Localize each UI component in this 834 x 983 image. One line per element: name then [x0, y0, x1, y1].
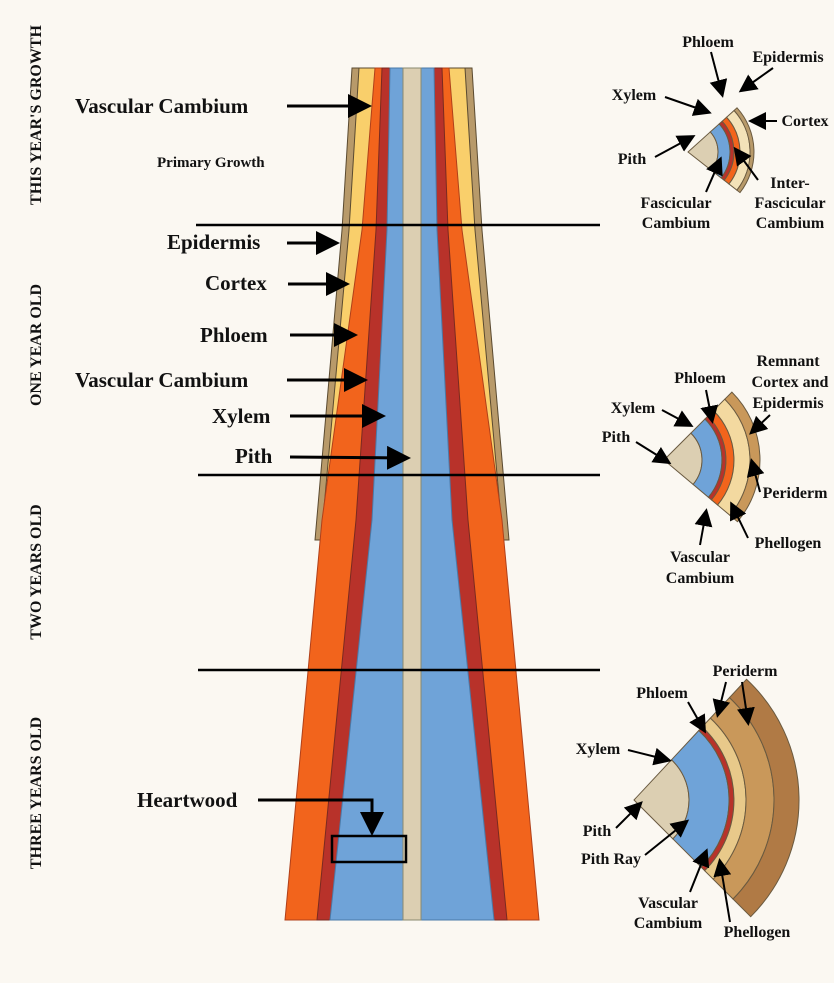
s3-label-vc-1: Vascular — [638, 895, 698, 912]
label-xylem: Xylem — [212, 404, 271, 428]
s3-label-vc-2: Cambium — [634, 915, 703, 932]
s1-label-phloem: Phloem — [682, 34, 734, 51]
s1-label-fascicular-1: Fascicular — [640, 195, 711, 212]
s3-arrow-phloem — [687, 701, 706, 734]
s2-arrow-phellogen — [730, 501, 749, 539]
s1-label-xylem: Xylem — [612, 87, 657, 104]
s1-arrow-inter — [733, 146, 759, 181]
s1-arrow-xylem — [664, 96, 712, 116]
s1-label-epidermis: Epidermis — [752, 49, 823, 66]
cross-section-three-years — [633, 678, 800, 918]
heartwood-box — [330, 834, 408, 864]
s2-arrow-vc — [694, 508, 713, 546]
s2-label-xylem: Xylem — [611, 400, 656, 417]
label-heartwood: Heartwood — [137, 788, 238, 812]
label-pith: Pith — [235, 444, 273, 468]
s1-label-inter-2: Fascicular — [754, 195, 825, 212]
s3-label-periderm: Periderm — [713, 663, 779, 680]
s1-arrow-fascicular — [705, 156, 723, 193]
s3-arrow-pith — [615, 801, 643, 829]
s3-label-xylem: Xylem — [576, 741, 621, 758]
age-label-this-year: THIS YEAR'S GROWTH — [28, 25, 45, 205]
s2-label-remnant-2: Cortex and — [752, 374, 829, 391]
s1-label-pith: Pith — [618, 151, 647, 168]
s2-label-remnant-1: Remnant — [756, 353, 820, 370]
s1-label-inter-1: Inter- — [770, 175, 809, 192]
s1-label-cortex: Cortex — [781, 113, 828, 130]
s2-arrow-pith — [635, 441, 672, 465]
s3-label-pith-ray: Pith Ray — [581, 851, 641, 868]
cross-section-one-year — [663, 391, 761, 523]
s3-label-pith: Pith — [583, 823, 612, 840]
s2-arrow-periderm — [746, 458, 765, 493]
s3-arrow-pith-ray — [644, 819, 690, 856]
s3-arrow-periderm-1 — [712, 681, 731, 718]
s3-arrow-phellogen — [713, 858, 732, 923]
label-cortex: Cortex — [205, 271, 267, 295]
s2-label-phloem: Phloem — [674, 370, 726, 387]
label-epidermis: Epidermis — [167, 230, 260, 254]
s3-arrow-xylem — [627, 747, 672, 766]
arrow-pith — [289, 445, 411, 470]
s3-periderm-outer — [728, 678, 800, 918]
s3-arrow-periderm-2 — [737, 681, 755, 726]
cross-section-primary — [687, 107, 755, 194]
s1-arrow-phloem — [709, 51, 728, 98]
s2-label-remnant-3: Epidermis — [752, 395, 823, 412]
s3-label-phellogen: Phellogen — [724, 924, 791, 941]
label-vascular-cambium: Vascular Cambium — [75, 368, 249, 392]
stem-pith — [402, 67, 422, 921]
s2-label-phellogen: Phellogen — [755, 535, 822, 552]
label-vascular-cambium-top: Vascular Cambium — [75, 94, 249, 118]
age-label-two-years: TWO YEARS OLD — [28, 504, 45, 639]
age-label-three-years: THREE YEARS OLD — [28, 717, 45, 869]
s1-arrow-epidermis — [738, 67, 774, 93]
s2-label-vc-1: Vascular — [670, 549, 730, 566]
s2-label-periderm: Periderm — [763, 485, 829, 502]
s2-arrow-xylem — [661, 409, 694, 427]
stem-longitudinal-section — [284, 67, 540, 921]
s2-arrow-phloem — [700, 389, 719, 424]
s2-pith — [663, 432, 703, 486]
s2-arrow-remnant — [749, 414, 771, 435]
arrow-heartwood — [258, 798, 384, 836]
s1-pith — [687, 131, 719, 172]
s1-label-fascicular-2: Cambium — [642, 215, 711, 232]
s2-label-vc-2: Cambium — [666, 570, 735, 587]
s1-label-inter-3: Cambium — [756, 215, 825, 232]
s3-arrow-vc — [689, 848, 710, 893]
age-label-one-year: ONE YEAR OLD — [28, 284, 45, 406]
label-phloem: Phloem — [200, 323, 268, 347]
s2-label-pith: Pith — [602, 429, 631, 446]
s1-arrow-pith — [654, 135, 696, 158]
s3-label-phloem: Phloem — [636, 685, 688, 702]
label-primary-growth: Primary Growth — [157, 155, 265, 171]
